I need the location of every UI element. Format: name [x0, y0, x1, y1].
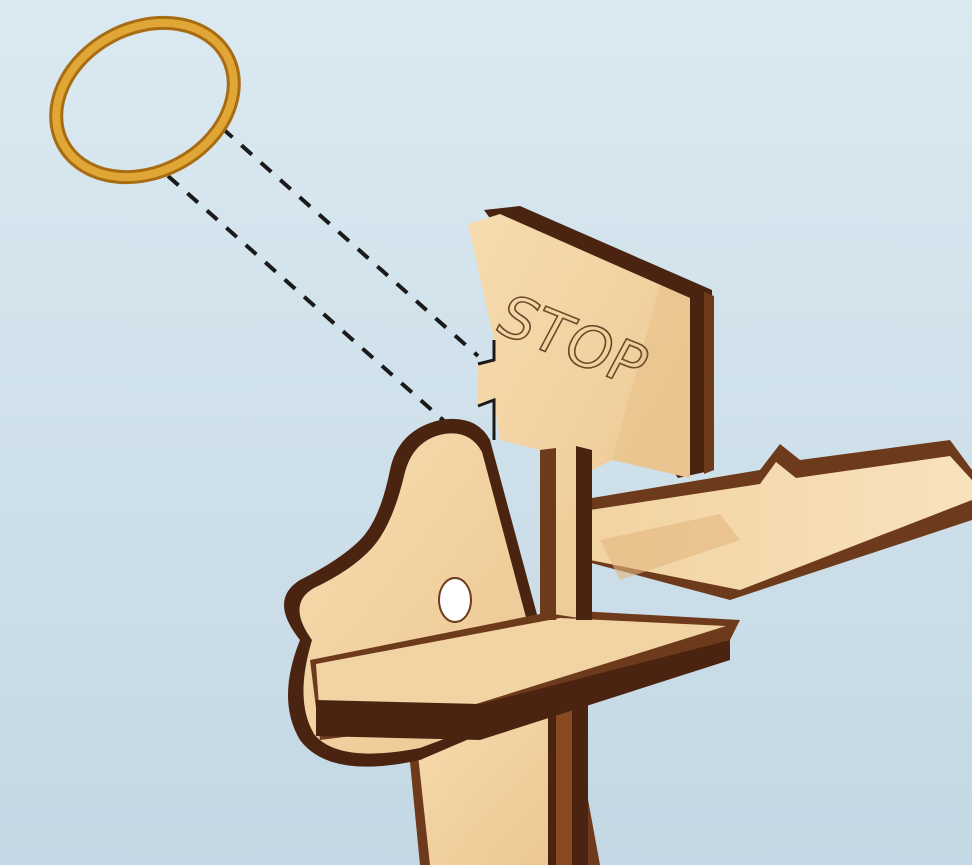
assembly-diagram: STOP [0, 0, 972, 865]
